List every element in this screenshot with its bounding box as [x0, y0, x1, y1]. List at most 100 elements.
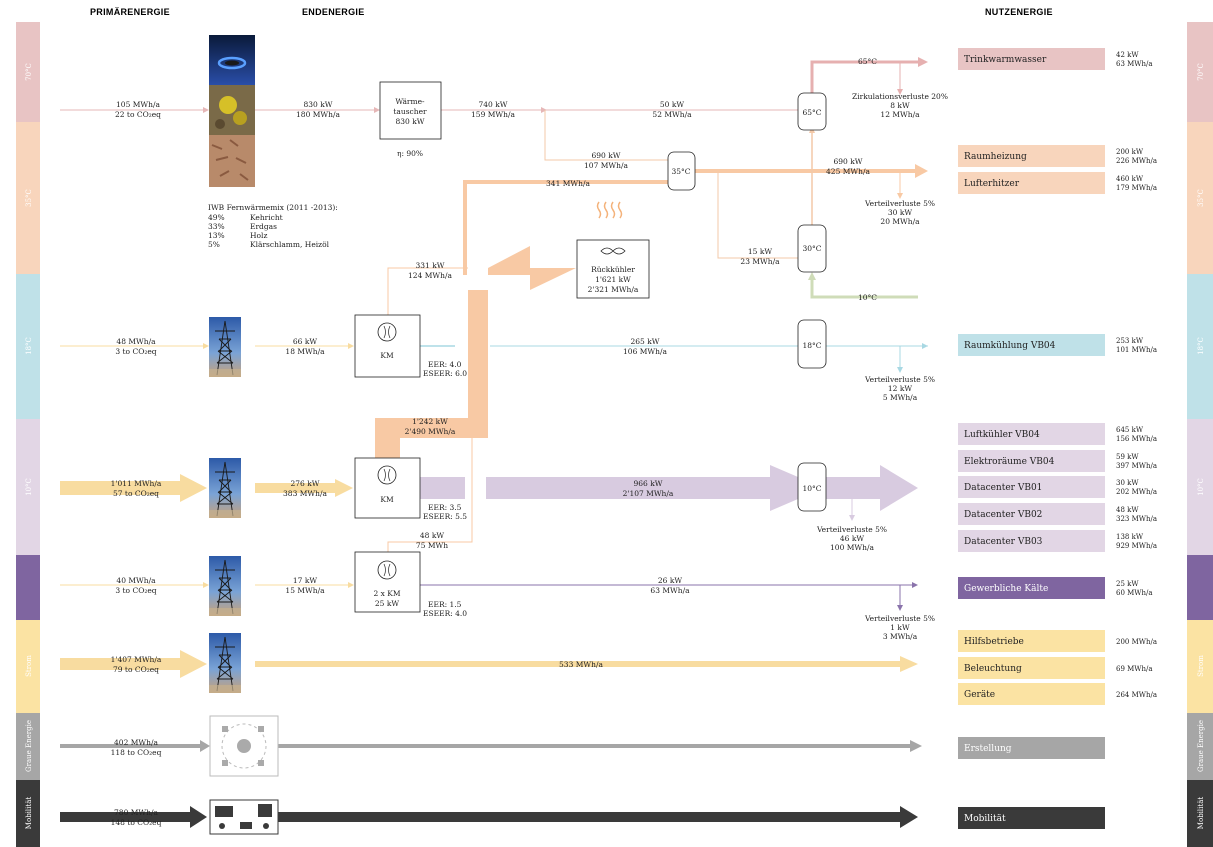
km1-label: KM: [380, 351, 394, 360]
band-label: 18°C: [25, 337, 33, 355]
loss-label: 12 MWh/a: [880, 110, 920, 119]
tank-65: 65°C: [797, 92, 827, 131]
primary-grey-co2: 118 to CO₂eq: [111, 748, 162, 757]
arrow-head: [203, 107, 209, 113]
band-grey-right: [1187, 713, 1213, 780]
heat-waves-icon: [596, 201, 623, 219]
arrow-head: [897, 89, 903, 95]
band-strom-right: [1187, 620, 1213, 713]
output-stat: 179 MWh/a: [1116, 184, 1157, 192]
compressor-icon: [377, 465, 397, 485]
output-box: [958, 737, 1105, 759]
right-band-strip: 70°C 35°C 18°C 10°C Strom Graue Energie …: [1187, 22, 1213, 847]
input-10-flow: [60, 474, 207, 502]
km2-output-stub: [420, 477, 465, 499]
loss-label: Verteilverluste 5%: [816, 525, 887, 534]
primary-strom-mwh: 1'407 MWh/a: [111, 655, 162, 664]
band-35-right: [1187, 122, 1213, 274]
output-box: [958, 48, 1105, 70]
to-35-line: [544, 110, 668, 161]
output-stat: 138 kW: [1116, 533, 1144, 541]
flow-label: 52 MWh/a: [652, 110, 692, 119]
loss-label: Verteilverluste 5%: [864, 614, 935, 623]
output-label: Hilfsbetriebe: [964, 637, 1024, 647]
band-70-right: [1187, 22, 1213, 122]
arrow-head: [918, 57, 928, 67]
tank-30-label: 30°C: [802, 244, 821, 253]
output-label: Lufterhitzer: [964, 179, 1020, 189]
band-label: 35°C: [25, 189, 33, 207]
mix-source: Kehricht: [250, 213, 283, 222]
recooler-mwh: 2'321 MWh/a: [588, 285, 639, 294]
flow-label: 341 MWh/a: [546, 179, 590, 188]
primary-strom-co2: 79 to CO₂eq: [113, 665, 159, 674]
km3-eseer: ESEER: 4.0: [423, 609, 467, 618]
loss-label: Zirkulationsverluste 20%: [852, 92, 948, 101]
output-label: Luftkühler VB04: [964, 430, 1040, 440]
output-label: Trinkwarmwasser: [964, 55, 1047, 65]
output-stat: 253 kW: [1116, 337, 1144, 345]
band-grey-left: [16, 713, 40, 780]
km2-input-flow: [255, 479, 353, 497]
mix-pct: 5%: [208, 240, 220, 249]
tank-18-label: 18°C: [802, 341, 821, 350]
output-stat: 200 kW: [1116, 148, 1144, 156]
left-band-strip: 70°C 35°C 18°C 10°C Strom Graue Energie …: [16, 22, 40, 847]
arrow-head: [203, 343, 209, 349]
arrow-head: [374, 107, 380, 113]
flow-label: 63 MWh/a: [650, 586, 690, 595]
tank-18: 18°C: [797, 319, 827, 369]
flow-label: 107 MWh/a: [584, 161, 628, 170]
district-heat-title: IWB Fernwärmemix (2011 -2013):: [208, 203, 338, 212]
output-box: [958, 476, 1105, 498]
output-stat: 156 MWh/a: [1116, 435, 1157, 443]
flow-label: 276 kW: [291, 479, 320, 488]
output-label: Beleuchtung: [964, 664, 1022, 674]
grey-out-flow: [278, 740, 922, 752]
primary-mob-mwh: 780 MWh/a: [114, 808, 158, 817]
km3-capacity: 25 kW: [375, 599, 399, 608]
band-18-left: [16, 274, 40, 419]
flow-label: 23 MWh/a: [740, 257, 780, 266]
output-box: [958, 807, 1105, 829]
strom-out-flow: [255, 656, 918, 672]
chiller-km3-box: 2 x KM 25 kW: [354, 551, 421, 613]
tank-35: 35°C: [667, 151, 696, 191]
flow-label: 15 kW: [748, 247, 772, 256]
flow-label: 383 MWh/a: [283, 489, 327, 498]
output-stat: 226 MWh/a: [1116, 157, 1157, 165]
tank-10-label: 10°C: [802, 484, 821, 493]
band-label: 18°C: [1197, 337, 1205, 355]
output-box: [958, 683, 1105, 705]
output-box: [958, 630, 1105, 652]
flow-label: 2'107 MWh/a: [623, 489, 674, 498]
output-label: Datacenter VB02: [964, 510, 1042, 520]
compressor-icon: [377, 322, 397, 342]
primary-grey-mwh: 402 MWh/a: [114, 738, 158, 747]
band-label: Graue Energie: [25, 720, 33, 772]
output-label: Elektroräume VB04: [964, 457, 1055, 467]
flow-label: 66 kW: [293, 337, 317, 346]
km3-eer: EER: 1.5: [428, 600, 462, 609]
arrow-head: [922, 343, 928, 349]
output-stat: 42 kW: [1116, 51, 1139, 59]
header-useful: NUTZENERGIE: [985, 7, 1053, 17]
loss-label: Verteilverluste 5%: [864, 199, 935, 208]
band-10-left: [16, 419, 40, 555]
power-pylon-icon: [208, 316, 242, 378]
tank-65-label: 65°C: [802, 108, 821, 117]
mob-out-flow: [278, 806, 918, 828]
flow-label: 690 kW: [592, 151, 621, 160]
recovery-km3-line: [387, 438, 473, 552]
output-label: Mobilität: [964, 814, 1006, 824]
primary-heat-mwh: 105 MWh/a: [116, 100, 160, 109]
band-strom-left: [16, 620, 40, 713]
mix-pct: 13%: [208, 231, 225, 240]
header-final: ENDENERGIE: [302, 7, 365, 17]
flow-label: 740 kW: [479, 100, 508, 109]
recovery-to-35-flow: [463, 180, 668, 275]
input-mob-flow: [60, 806, 207, 828]
band-10-right: [1187, 419, 1213, 555]
band-label: Mobilität: [1197, 797, 1205, 830]
